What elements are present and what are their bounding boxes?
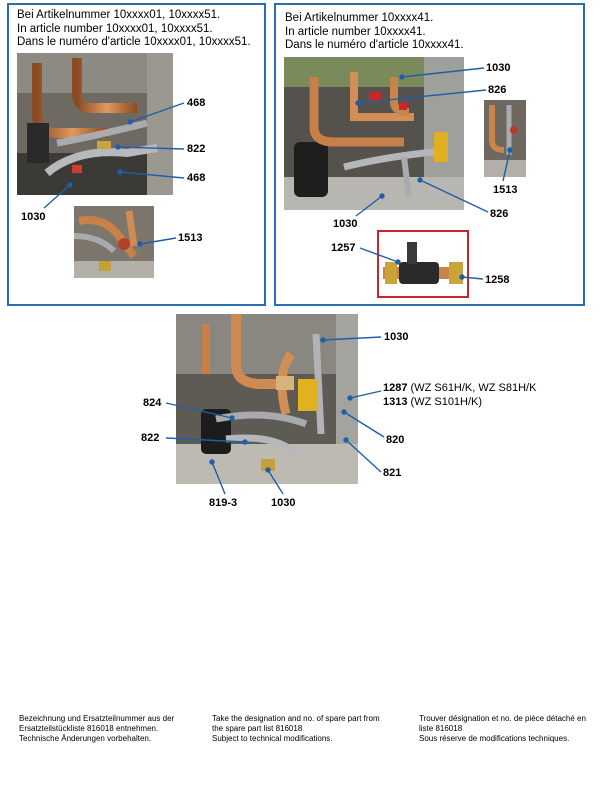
- left-header-de: Bei Artikelnummer 10xxxx01, 10xxxx51.: [17, 9, 221, 21]
- left-header-fr: Dans le numéro d'article 10xxxx01, 10xxx…: [17, 36, 251, 48]
- label-819-3: 819-3: [209, 497, 238, 509]
- bottom-main-photo: [176, 314, 358, 484]
- footer-en-line2: the spare part list 816018: [212, 724, 303, 733]
- label-1313: 1313 (WZ S101H/K): [383, 396, 482, 408]
- left-main-photo: [17, 53, 173, 195]
- label-1030-right-bottom: 1030: [333, 218, 358, 230]
- label-1030-right-top: 1030: [486, 62, 511, 74]
- label-824: 824: [143, 397, 162, 409]
- left-variant-panel: [7, 3, 266, 306]
- label-821: 821: [383, 467, 402, 479]
- label-1030-bottom: 1030: [271, 497, 296, 509]
- label-468-bottom: 468: [187, 172, 206, 184]
- right-header-fr: Dans le numéro d'article 10xxxx41.: [285, 39, 464, 51]
- label-1287: 1287 (WZ S61H/K, WZ S81H/K: [383, 382, 536, 394]
- label-1287-models: (WZ S61H/K, WZ S81H/K: [407, 382, 537, 394]
- label-1313-models: (WZ S101H/K): [407, 396, 483, 408]
- label-1513-right: 1513: [493, 184, 518, 196]
- label-1313-number: 1313: [383, 396, 408, 408]
- footer-de-line2: Ersatzteilstückliste 816018 entnehmen.: [19, 724, 159, 733]
- footer-en-line3: Subject to technical modifications.: [212, 734, 333, 743]
- footer-german: Bezeichnung und Ersatzteilnummer aus der…: [19, 714, 174, 744]
- right-panel-header: Bei Artikelnummer 10xxxx41. In article n…: [285, 12, 464, 53]
- label-826-top: 826: [488, 84, 507, 96]
- right-detail-photo: [484, 100, 526, 177]
- label-820: 820: [386, 434, 405, 446]
- footer-de-line3: Technische Änderungen vorbehalten.: [19, 734, 152, 743]
- right-header-en: In article number 10xxxx41.: [285, 25, 426, 38]
- left-header-en: In article number 10xxxx01, 10xxxx51.: [17, 22, 213, 35]
- label-826-bottom: 826: [490, 208, 509, 220]
- footer-fr-line1: Trouver désignation et no. de pièce déta…: [419, 714, 586, 723]
- footer-fr-line2: liste 816018: [419, 724, 463, 733]
- label-468-top: 468: [187, 97, 206, 109]
- label-1257: 1257: [331, 242, 356, 254]
- footer-french: Trouver désignation et no. de pièce déta…: [419, 714, 586, 744]
- footer-english: Take the designation and no. of spare pa…: [212, 714, 380, 744]
- right-main-photo: [284, 57, 464, 210]
- label-1287-number: 1287: [383, 382, 408, 394]
- label-1258: 1258: [485, 274, 510, 286]
- label-1513-left: 1513: [178, 232, 203, 244]
- right-header-de: Bei Artikelnummer 10xxxx41.: [285, 12, 434, 24]
- footer-de-line1: Bezeichnung und Ersatzteilnummer aus der: [19, 714, 175, 723]
- footer-fr-line3: Sous réserve de modifications techniques…: [419, 734, 570, 743]
- right-valve-detail-photo: [377, 230, 469, 298]
- left-detail-photo: [74, 206, 154, 278]
- right-variant-panel: [274, 3, 585, 306]
- footer-en-line1: Take the designation and no. of spare pa…: [212, 714, 380, 723]
- label-822-left: 822: [187, 143, 206, 155]
- left-panel-header: Bei Artikelnummer 10xxxx01, 10xxxx51. In…: [17, 9, 251, 50]
- label-1030-bottom-top: 1030: [384, 331, 409, 343]
- label-822-bottom: 822: [141, 432, 160, 444]
- label-1030-left: 1030: [21, 211, 46, 223]
